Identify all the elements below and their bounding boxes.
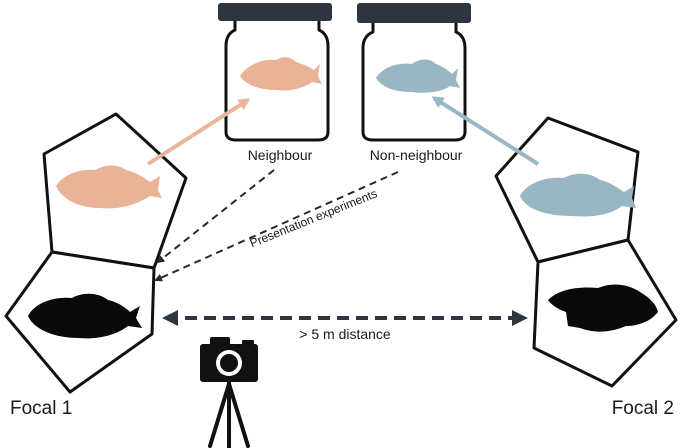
focal-1-neighbour-fish (56, 165, 162, 209)
presentation-experiments-label: Presentation experiments (248, 186, 379, 250)
focal-2-label: Focal 2 (612, 398, 674, 419)
neighbour-label: Neighbour (248, 147, 313, 163)
focal-2-non-neighbour-fish (520, 173, 636, 217)
focal-2-tanks (494, 116, 678, 388)
presentation-arrow-non-neighbour (154, 171, 399, 282)
non-neighbour-jar-lid (357, 3, 471, 23)
camera-icon (200, 337, 258, 382)
non-neighbour-jar (357, 3, 471, 142)
neighbour-jar-fish (240, 57, 322, 91)
non-neighbour-jar-fish (376, 59, 460, 93)
presentation-arrow-neighbour (156, 169, 275, 264)
non-neighbour-arrow (431, 96, 540, 166)
non-neighbour-label: Non-neighbour (370, 147, 463, 163)
distance-label: > 5 m distance (299, 326, 391, 342)
neighbour-jar-lid (218, 3, 332, 21)
focal-1-fish (28, 293, 142, 339)
tripod-icon (208, 380, 250, 448)
neighbour-arrow (146, 98, 251, 166)
focal-1-tanks (4, 112, 188, 394)
focal-2-fish (548, 284, 658, 332)
neighbour-jar (218, 3, 332, 142)
focal-1-label: Focal 1 (10, 398, 72, 419)
